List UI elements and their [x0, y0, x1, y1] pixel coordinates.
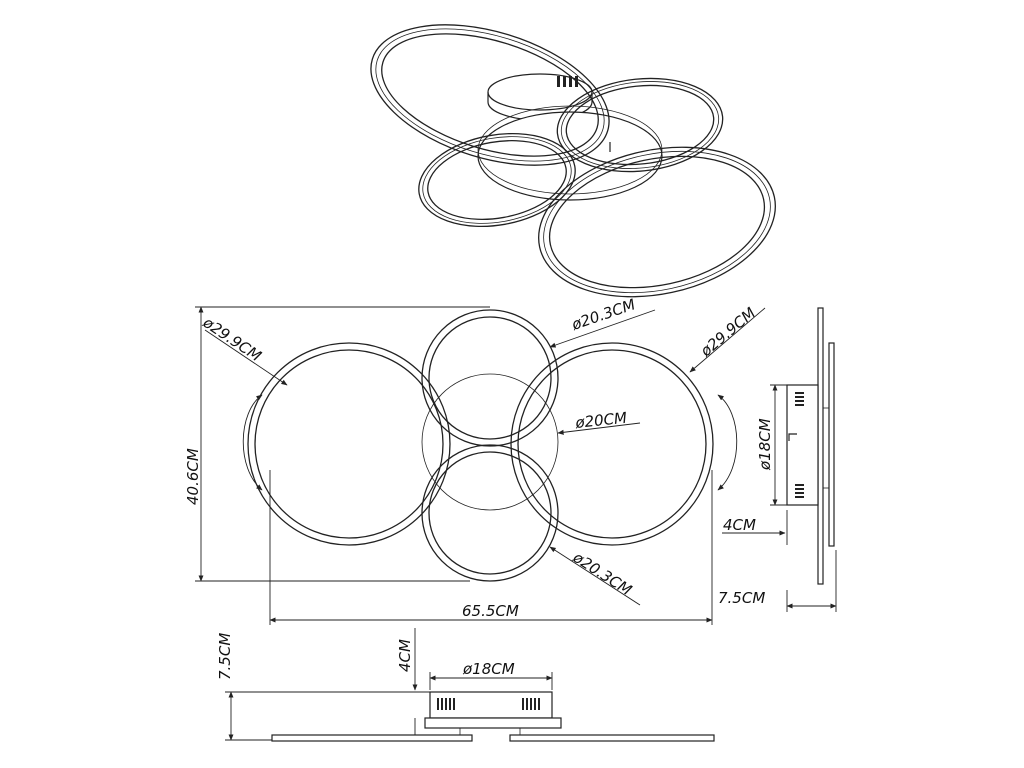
rotate-arrow-right-icon — [717, 394, 738, 491]
side-canopy-dia-label: ø18CM — [756, 418, 774, 471]
ring-large-right-dia-label: ø29.9CM — [696, 304, 759, 361]
ring-large-left-dia-label: ø29.9CM — [199, 313, 265, 365]
iso-ring-large-top — [370, 24, 610, 166]
front-vent-left — [437, 698, 455, 710]
rotate-arrow-left-icon — [242, 394, 263, 491]
center-disc-dia-label: ø20CM — [574, 409, 628, 432]
plan-ring-right — [510, 342, 714, 546]
height-total-label: 40.6CM — [184, 448, 202, 505]
ring-small-bottom-dia-label: ø20.3CM — [569, 548, 635, 600]
plan-ring-left — [247, 342, 451, 546]
iso-ring-small-left — [418, 132, 576, 228]
center-disc — [421, 373, 559, 511]
front-view: ø18CM 4CM 7.5CM — [216, 628, 715, 742]
plan-view: 40.6CM 65.5CM ø29.9CM ø20.3CM ø29.9CM ø2… — [184, 295, 766, 625]
side-view: ø18CM 4CM 7.5CM — [718, 307, 837, 612]
front-canopy-dia-label: ø18CM — [462, 660, 515, 678]
front-total-depth-label: 7.5CM — [216, 633, 234, 680]
front-canopy-depth-label: 4CM — [396, 639, 414, 672]
isometric-view — [370, 24, 776, 298]
iso-ring-small-right — [556, 77, 724, 173]
side-canopy-depth-label: 4CM — [723, 516, 756, 534]
side-vent-top — [795, 392, 804, 406]
width-total-label: 65.5CM — [462, 602, 519, 620]
front-vent-right — [522, 698, 540, 710]
iso-ring-large-bottom — [538, 146, 776, 298]
plan-ring-top — [421, 309, 559, 447]
side-vent-bottom — [795, 484, 804, 498]
side-total-depth-label: 7.5CM — [718, 589, 765, 607]
